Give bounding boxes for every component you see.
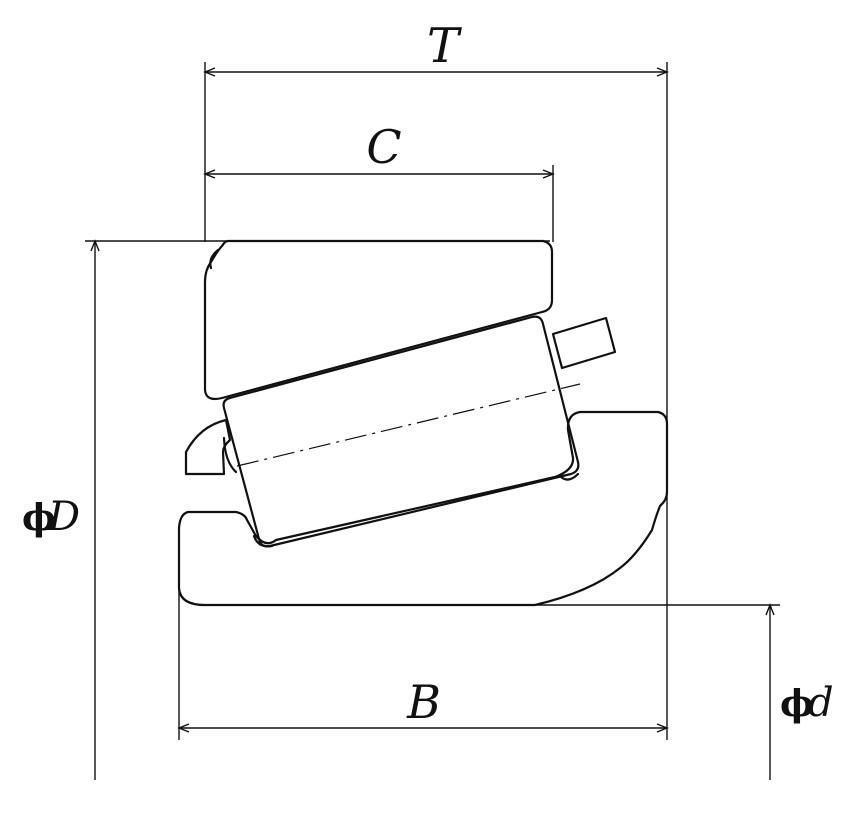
inner-ring-undercut-small bbox=[252, 534, 274, 548]
label-d: d bbox=[808, 680, 834, 726]
outer-ring bbox=[203, 239, 554, 401]
label-B: B bbox=[406, 675, 441, 729]
inner-ring bbox=[177, 410, 669, 607]
label-C: C bbox=[366, 120, 401, 174]
label-phi-d: ϕ d bbox=[780, 680, 834, 726]
extension-lines bbox=[85, 62, 780, 740]
roller-axis-centerline bbox=[236, 383, 581, 467]
label-T: T bbox=[427, 18, 462, 74]
label-phi-D: ϕ D bbox=[22, 494, 80, 540]
label-D: D bbox=[47, 494, 80, 540]
inner-ring-undercut-large bbox=[558, 472, 580, 481]
dimension-lines bbox=[90, 67, 775, 780]
cage-tab bbox=[551, 316, 617, 370]
outer-ring-chamfer bbox=[209, 248, 220, 270]
label-phi-d-symbol: ϕ bbox=[780, 683, 814, 725]
tapered-roller bbox=[222, 315, 580, 548]
cage-hook bbox=[184, 418, 232, 476]
label-phi-D-symbol: ϕ bbox=[22, 497, 56, 539]
roller-small-end-relief bbox=[222, 436, 238, 474]
